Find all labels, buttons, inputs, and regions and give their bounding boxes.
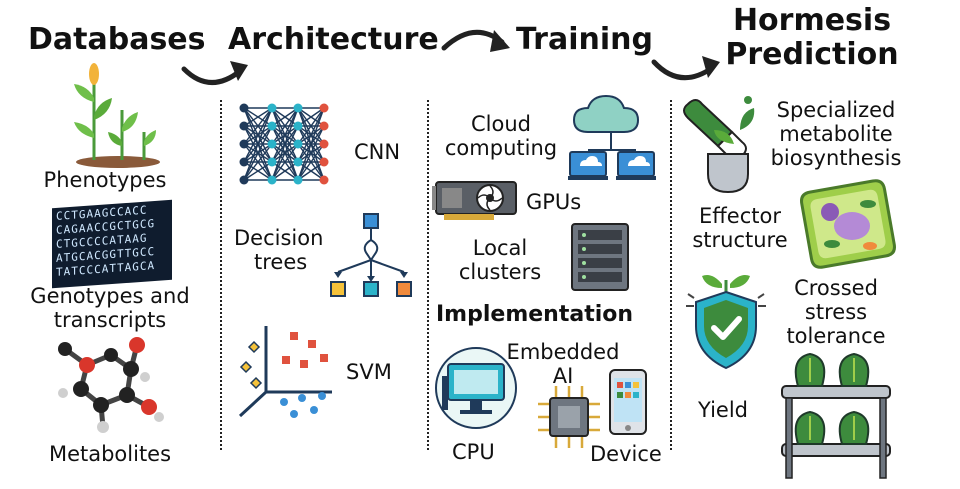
header-training: Training — [516, 22, 653, 57]
label-implementation: Implementation — [436, 302, 634, 327]
neural-network-icon — [239, 103, 329, 185]
capsule-leaf-icon — [683, 96, 755, 194]
dna-sequence-image: CCTGAAGCCACC CAGAACCGCTGCG CTGCCCCATAAG … — [52, 199, 172, 289]
label-cloud-line1: Cloud — [471, 112, 531, 136]
nn-node — [267, 157, 277, 167]
label-cpu: CPU — [452, 440, 495, 464]
plant-cell-icon — [800, 179, 896, 269]
nn-node — [239, 121, 249, 131]
label-genotypes-line1: Genotypes and — [30, 284, 190, 308]
shield-check-icon — [686, 275, 766, 370]
nn-node — [239, 103, 249, 113]
label-cloud-line2: computing — [444, 136, 558, 160]
label-yield: Yield — [698, 398, 748, 422]
label-metabolites: Metabolites — [48, 442, 172, 466]
nn-node — [267, 139, 277, 149]
label-effector-structure: Effector structure — [680, 204, 800, 252]
label-local-line2: clusters — [458, 260, 542, 284]
label-specialized-line1: Specialized — [776, 98, 896, 122]
label-local-clusters: Local clusters — [440, 236, 560, 284]
label-effector-line2: structure — [692, 228, 788, 252]
label-cloud-computing: Cloud computing — [436, 112, 566, 160]
label-decision-trees: Decision trees — [234, 226, 323, 274]
divider — [670, 100, 672, 450]
nn-node — [319, 103, 329, 113]
label-specialized-line2: metabolite — [779, 122, 893, 146]
gpu-icon — [432, 181, 517, 220]
nn-node — [319, 175, 329, 185]
cpu-computer-icon — [435, 347, 517, 429]
label-genotypes-line2: transcripts — [53, 308, 167, 332]
molecule-icon — [58, 337, 164, 433]
label-phenotypes: Phenotypes — [43, 168, 167, 192]
nn-node — [267, 175, 277, 185]
label-crossed-stress-tolerance: Crossed stress tolerance — [776, 276, 896, 348]
header-hormesis: Hormesis Prediction — [722, 4, 902, 72]
divider — [220, 100, 222, 450]
nn-node — [267, 121, 277, 131]
server-rack-icon — [571, 223, 629, 291]
label-genotypes: Genotypes and transcripts — [10, 284, 210, 332]
header-hormesis-line1: Hormesis — [732, 3, 892, 38]
divider — [427, 100, 429, 450]
label-crossed-line1: Crossed — [794, 276, 878, 300]
label-svm: SVM — [346, 360, 392, 384]
label-crossed-line2: stress — [804, 300, 868, 324]
header-hormesis-line2: Prediction — [725, 37, 899, 72]
ai-chip-icon — [538, 386, 600, 448]
label-cnn: CNN — [354, 140, 401, 164]
nn-node — [293, 139, 303, 149]
label-decision-line2: trees — [254, 250, 308, 274]
hydroponic-crops-icon — [781, 352, 891, 479]
label-crossed-line3: tolerance — [786, 324, 886, 348]
label-specialized-line3: biosynthesis — [770, 146, 902, 170]
label-decision-line1: Decision — [234, 226, 324, 250]
arrow-icon — [441, 29, 510, 52]
cloud-computing-icon — [568, 94, 656, 180]
nn-node — [239, 175, 249, 185]
label-embedded-line2: AI — [552, 364, 574, 388]
label-local-line1: Local — [472, 236, 528, 260]
arrow-icon — [651, 56, 720, 81]
nn-node — [267, 103, 277, 113]
header-architecture: Architecture — [228, 22, 439, 57]
header-databases: Databases — [28, 22, 206, 57]
nn-node — [239, 157, 249, 167]
nn-node — [319, 157, 329, 167]
nn-node — [293, 157, 303, 167]
nn-node — [239, 139, 249, 149]
nn-node — [319, 139, 329, 149]
label-effector-line1: Effector — [699, 204, 781, 228]
plant-icon — [74, 63, 160, 168]
label-embedded-ai: Embedded AI — [498, 340, 628, 388]
label-embedded-line1: Embedded — [506, 340, 620, 364]
label-gpus: GPUs — [526, 190, 582, 214]
nn-node — [293, 121, 303, 131]
label-specialized-metabolite: Specialized metabolite biosynthesis — [756, 98, 916, 170]
decision-tree-icon — [330, 213, 412, 297]
label-device: Device — [590, 442, 662, 466]
nn-node — [293, 103, 303, 113]
arrow-icon — [181, 61, 248, 85]
nn-node — [319, 121, 329, 131]
svm-scatter-icon — [238, 326, 332, 418]
smartphone-icon — [609, 369, 647, 435]
nn-node — [293, 175, 303, 185]
